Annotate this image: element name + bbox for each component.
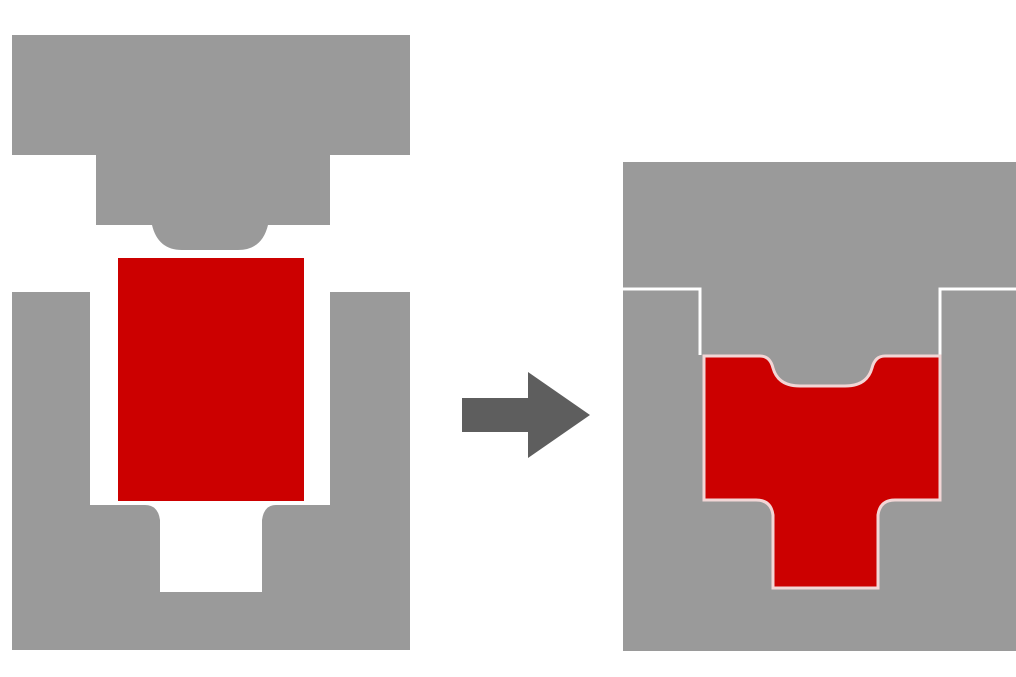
billet-before <box>118 258 304 501</box>
parting-line-after <box>623 287 1016 355</box>
forged-part-after <box>702 354 942 590</box>
stage-after <box>623 162 1016 651</box>
upper-die-before <box>12 35 410 250</box>
lower-die-before <box>12 292 410 650</box>
stage-before <box>12 35 410 650</box>
arrow-right-icon <box>462 372 590 458</box>
